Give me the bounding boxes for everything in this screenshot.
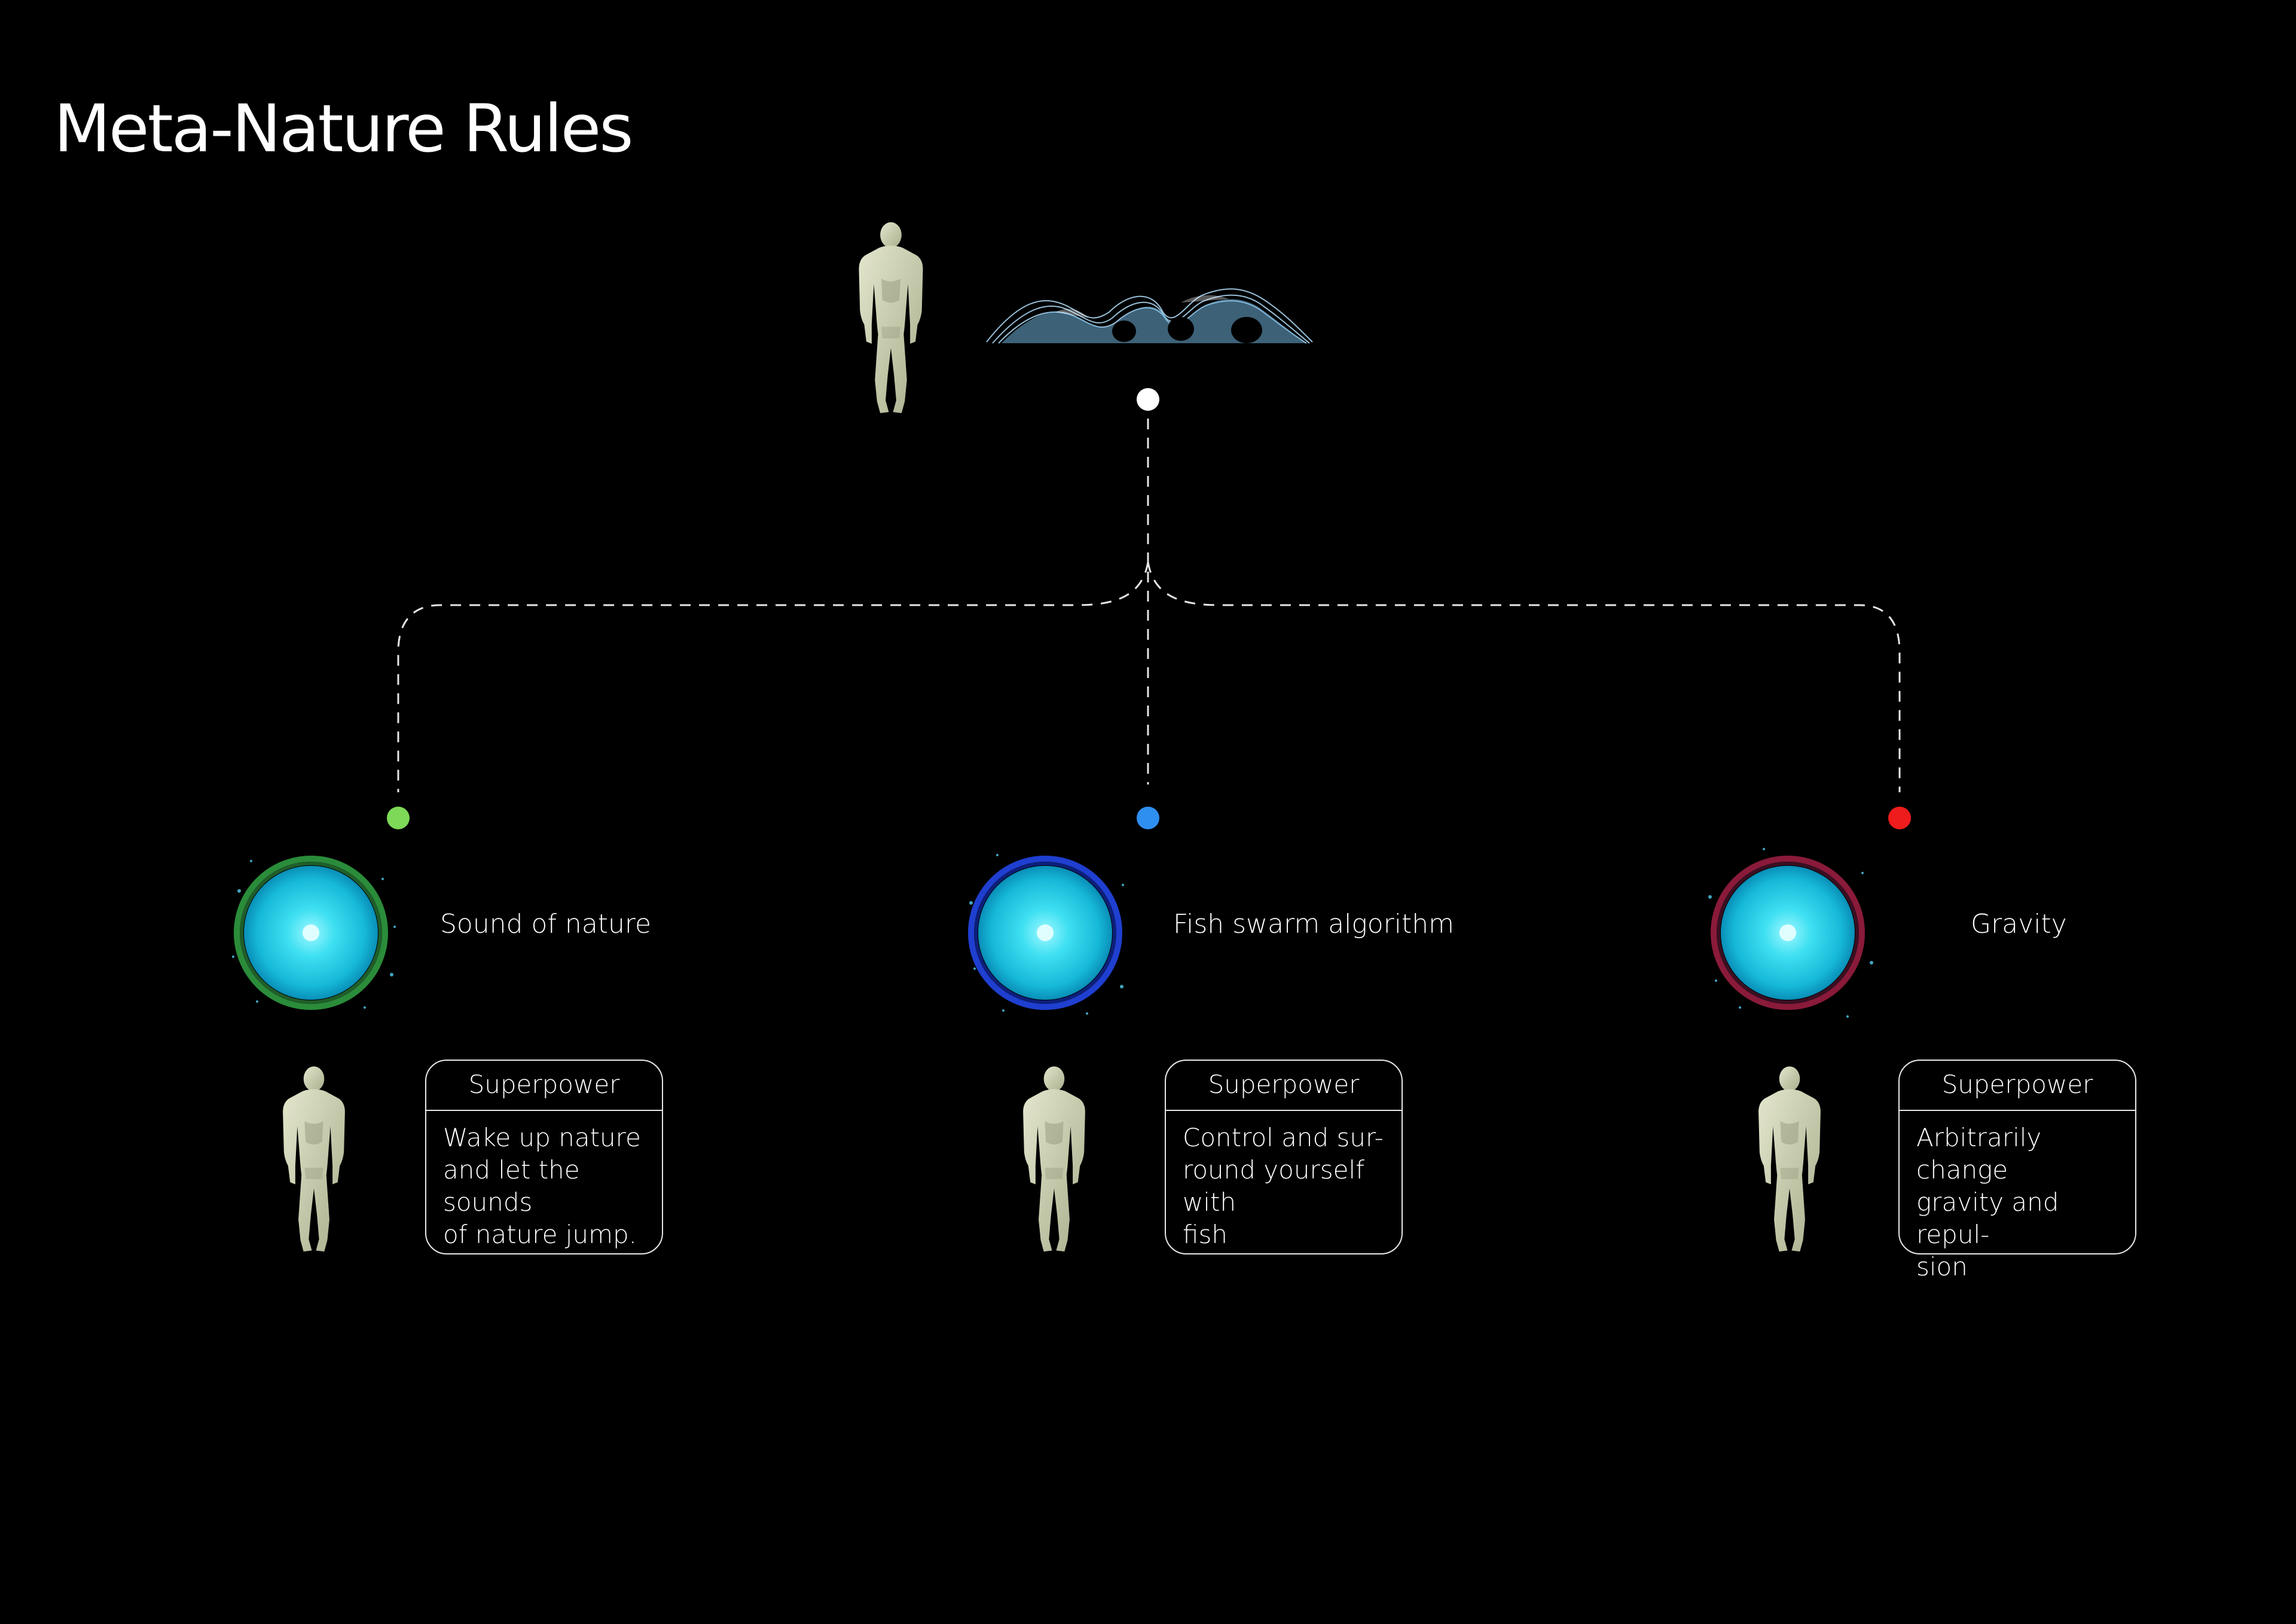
card-line: gravity and repul- [1916, 1188, 2059, 1249]
humanoid-figure-icon [1758, 1066, 1821, 1252]
card-line: sion [1916, 1252, 1968, 1281]
humanoid-figure-icon [283, 1066, 345, 1252]
branch-label-gravity: Gravity [1971, 909, 2067, 939]
branch-label-sound-of-nature: Sound of nature [440, 909, 652, 939]
card-line: Control and sur- [1183, 1123, 1384, 1152]
connector-right-branch [1147, 561, 1901, 792]
humanoid-figure-icon [1023, 1066, 1085, 1252]
humanoid-figure-icon [859, 222, 923, 413]
card-header: Superpower [426, 1061, 662, 1111]
red-ring-orb [1708, 848, 1873, 1018]
card-body: Arbitrarily change gravity and repul- si… [1900, 1111, 2135, 1283]
card-header: Superpower [1900, 1061, 2135, 1111]
wave-sculpture-icon [986, 288, 1313, 344]
blue-ring-orb [968, 854, 1124, 1015]
card-header: Superpower [1166, 1061, 1402, 1111]
card-line: Arbitrarily change [1916, 1123, 2042, 1185]
branch-node-green [387, 807, 410, 829]
green-ring-orb [232, 856, 396, 1010]
card-line: Wake up nature [443, 1123, 641, 1152]
card-line: fish [1183, 1220, 1228, 1249]
card-line: and let the sounds [443, 1155, 580, 1217]
connector-left-branch [397, 561, 1149, 792]
superpower-card: Superpower Control and sur- round yourse… [1165, 1060, 1403, 1254]
card-line: round yourself with [1183, 1155, 1364, 1217]
root-node [1137, 388, 1159, 411]
card-line: of nature jump. [443, 1220, 637, 1249]
page-title: Meta-Nature Rules [54, 90, 634, 167]
branch-node-blue [1137, 807, 1159, 829]
branch-label-fish-swarm-algorithm: Fish swarm algorithm [1173, 909, 1454, 939]
superpower-card: Superpower Wake up nature and let the so… [425, 1060, 663, 1254]
branch-node-red [1888, 807, 1911, 829]
card-body: Wake up nature and let the sounds of nat… [426, 1111, 662, 1251]
superpower-card: Superpower Arbitrarily change gravity an… [1898, 1060, 2136, 1281]
card-body: Control and sur- round yourself with fis… [1166, 1111, 1402, 1251]
